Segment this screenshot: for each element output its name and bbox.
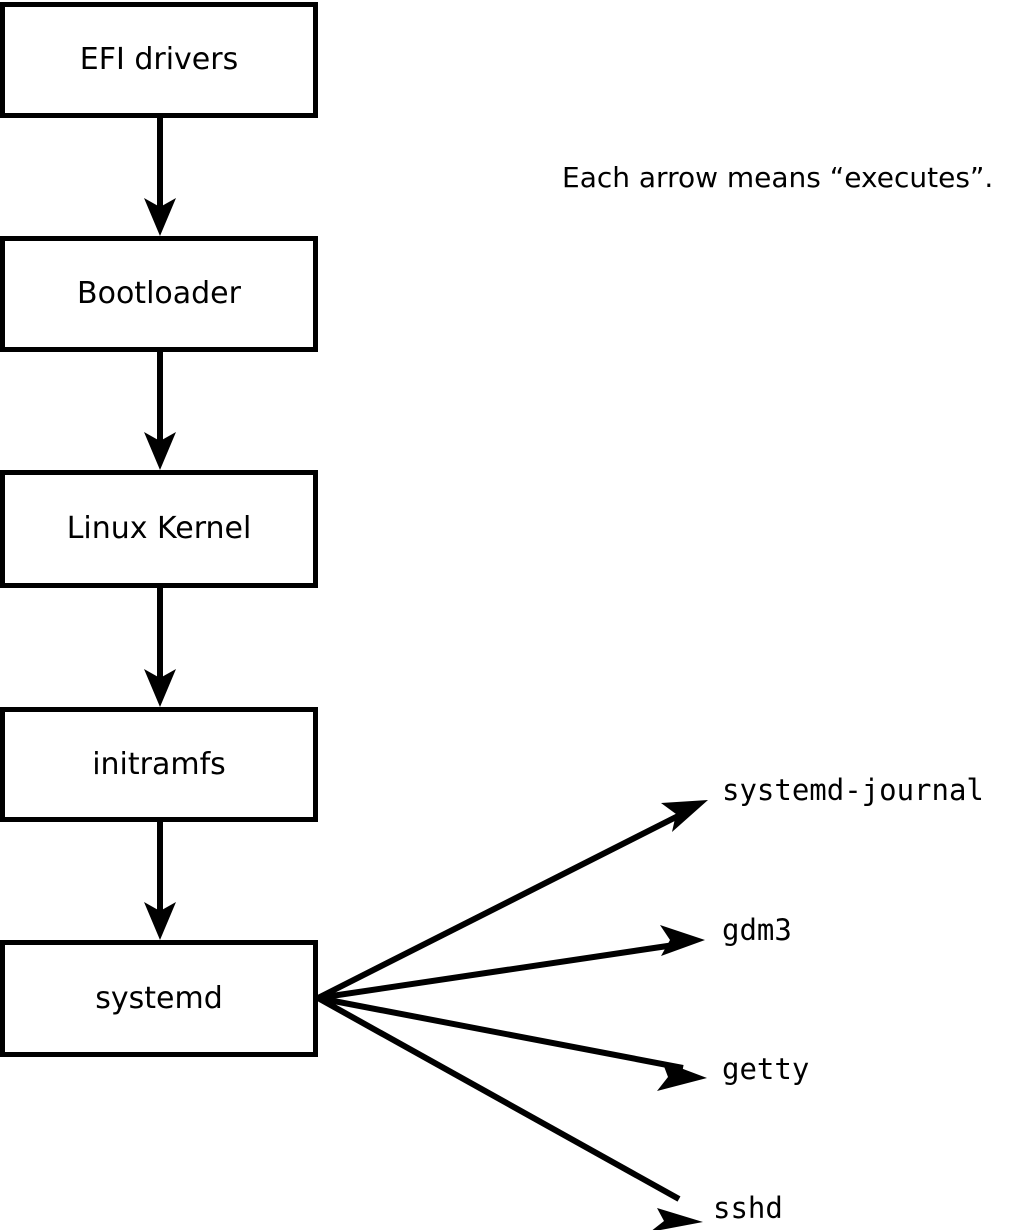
stage-box-efi-drivers[interactable]: EFI drivers [0,2,318,118]
stage-box-bootloader[interactable]: Bootloader [0,236,318,352]
service-arrow-systemd-to-sshd [316,995,703,1230]
service-label-systemd-journal[interactable]: systemd-journal [722,773,984,807]
stage-label-initramfs: initramfs [92,746,226,782]
chain-arrow-initramfs-to-systemd [144,822,176,940]
stage-box-systemd[interactable]: systemd [0,940,318,1057]
stage-box-initramfs[interactable]: initramfs [0,707,318,822]
chain-arrow-efi-to-bootloader [144,118,176,236]
service-arrow-systemd-to-getty [317,995,707,1091]
arrow-meaning-annotation: Each arrow means “executes”. [562,161,994,194]
service-arrow-systemd-to-gdm3 [317,925,705,1001]
service-label-getty[interactable]: getty [722,1052,810,1086]
chain-arrow-kernel-to-initramfs [144,588,176,707]
service-arrow-systemd-to-systemd-journal [316,800,708,1001]
stage-label-linux-kernel: Linux Kernel [66,511,252,546]
stage-label-efi-drivers: EFI drivers [79,42,239,77]
service-label-sshd[interactable]: sshd [713,1191,783,1225]
stage-box-linux-kernel[interactable]: Linux Kernel [0,470,318,588]
service-label-gdm3[interactable]: gdm3 [722,913,792,947]
stage-label-systemd: systemd [95,980,223,1016]
chain-arrow-bootloader-to-kernel [144,352,176,470]
stage-label-bootloader: Bootloader [77,276,241,311]
